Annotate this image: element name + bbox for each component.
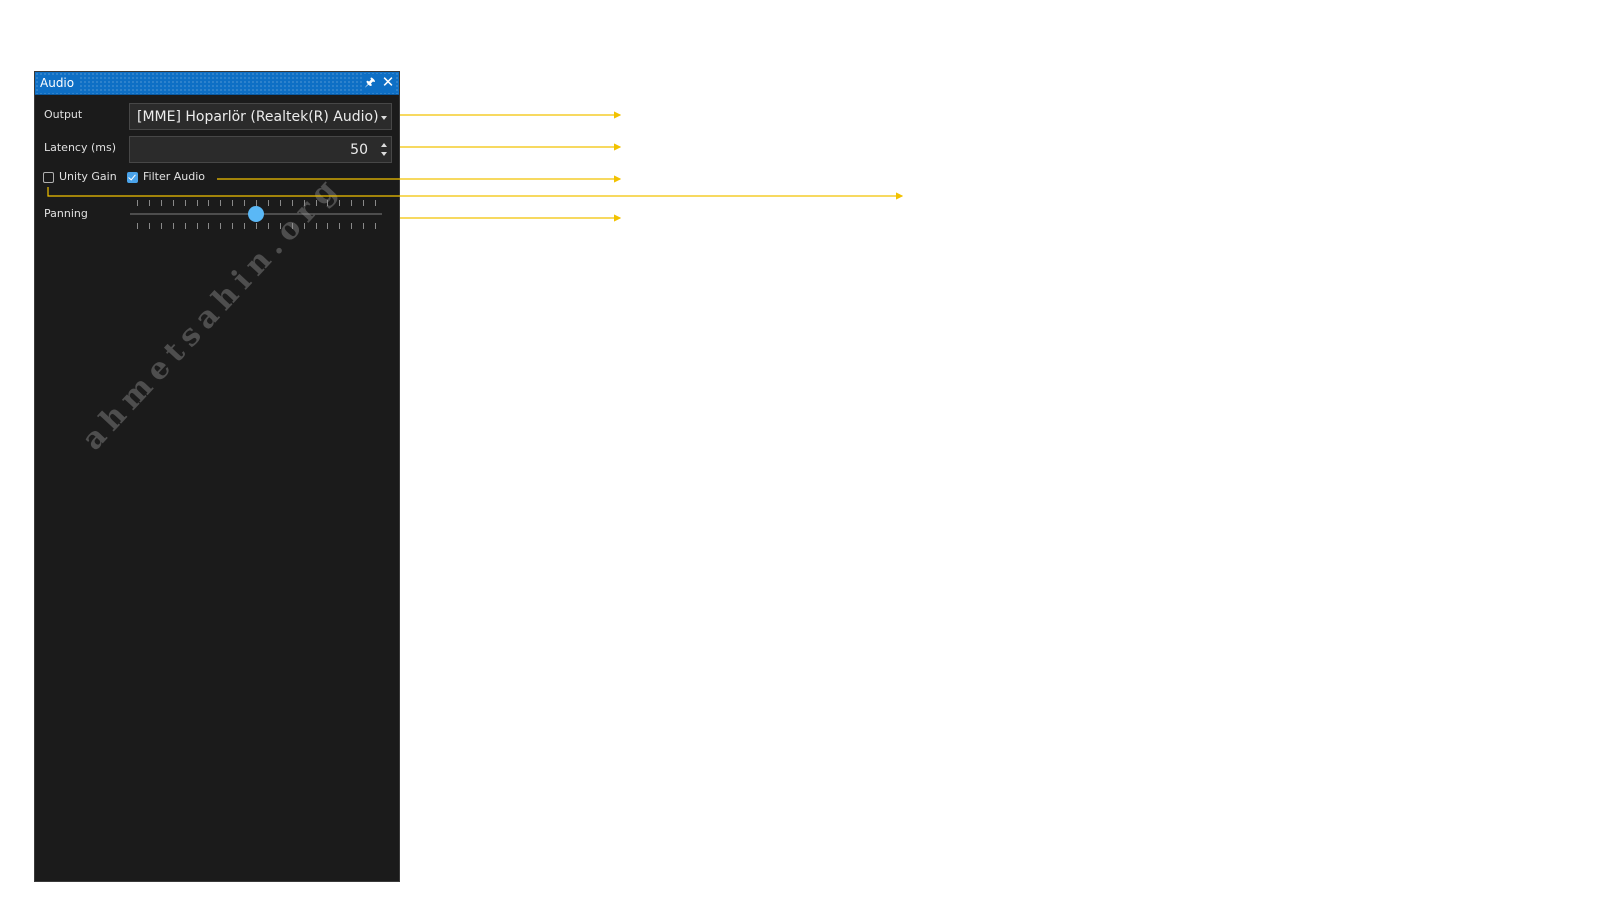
slider-tick [196, 200, 198, 206]
slider-tick [137, 223, 138, 229]
slider-tick [232, 200, 234, 206]
panning-label: Panning [44, 207, 88, 220]
panning-slider[interactable] [130, 196, 382, 232]
slider-ticks-top [137, 200, 376, 206]
slider-tick [291, 200, 293, 206]
slider-tick [208, 223, 210, 229]
output-dropdown[interactable]: [MME] Hoparlör (Realtek(R) Audio) [129, 103, 392, 130]
slider-tick [279, 223, 281, 229]
slider-tick [315, 200, 317, 206]
slider-tick [327, 200, 329, 206]
slider-tick [220, 223, 222, 229]
panel-title: Audio [40, 75, 81, 91]
latency-value: 50 [350, 142, 368, 158]
slider-tick [184, 223, 186, 229]
audio-panel: Audio 🖈 ✕ Output [MME] Hoparlör (Realtek… [34, 71, 400, 882]
output-value: [MME] Hoparlör (Realtek(R) Audio) [137, 109, 379, 125]
slider-tick [172, 223, 174, 229]
slider-tick [351, 200, 353, 206]
slider-tick [208, 200, 210, 206]
slider-tick [160, 223, 162, 229]
slider-tick [184, 200, 186, 206]
slider-tick [220, 200, 222, 206]
filter-audio-box[interactable] [127, 172, 138, 183]
slider-tick [363, 223, 365, 229]
slider-thumb[interactable] [248, 206, 264, 222]
spin-down-icon[interactable] [381, 152, 387, 156]
slider-tick [244, 200, 246, 206]
slider-tick [148, 200, 150, 206]
latency-label: Latency (ms) [44, 141, 117, 154]
unity-gain-box[interactable] [43, 172, 54, 183]
chevron-down-icon [381, 116, 387, 120]
slider-tick [363, 200, 365, 206]
panel-titlebar[interactable]: Audio 🖈 ✕ [35, 72, 399, 95]
slider-tick [327, 223, 329, 229]
slider-tick [375, 200, 376, 206]
filter-audio-label: Filter Audio [143, 170, 206, 183]
slider-tick [256, 200, 257, 206]
slider-tick [137, 200, 138, 206]
slider-tick [148, 223, 150, 229]
pin-icon[interactable]: 🖈 [362, 74, 378, 91]
slider-tick [160, 200, 162, 206]
unity-gain-checkbox[interactable]: Unity Gain [43, 169, 123, 187]
slider-tick [351, 223, 353, 229]
filter-audio-checkbox[interactable]: Filter Audio [127, 169, 217, 187]
slider-tick [291, 223, 293, 229]
slider-tick [172, 200, 174, 206]
slider-tick [375, 223, 376, 229]
slider-tick [303, 200, 305, 206]
slider-tick [256, 223, 257, 229]
slider-tick [339, 200, 341, 206]
latency-spinner[interactable]: 50 [129, 136, 392, 163]
slider-tick [232, 223, 234, 229]
slider-tick [279, 200, 281, 206]
slider-tick [244, 223, 246, 229]
slider-tick [196, 223, 198, 229]
slider-ticks-bottom [137, 223, 376, 229]
slider-tick [303, 223, 305, 229]
slider-tick [267, 223, 269, 229]
close-icon[interactable]: ✕ [380, 73, 396, 91]
output-label: Output [44, 108, 83, 121]
slider-tick [339, 223, 341, 229]
slider-tick [267, 200, 269, 206]
slider-tick [315, 223, 317, 229]
unity-gain-label: Unity Gain [59, 170, 117, 183]
spin-up-icon[interactable] [381, 143, 387, 147]
